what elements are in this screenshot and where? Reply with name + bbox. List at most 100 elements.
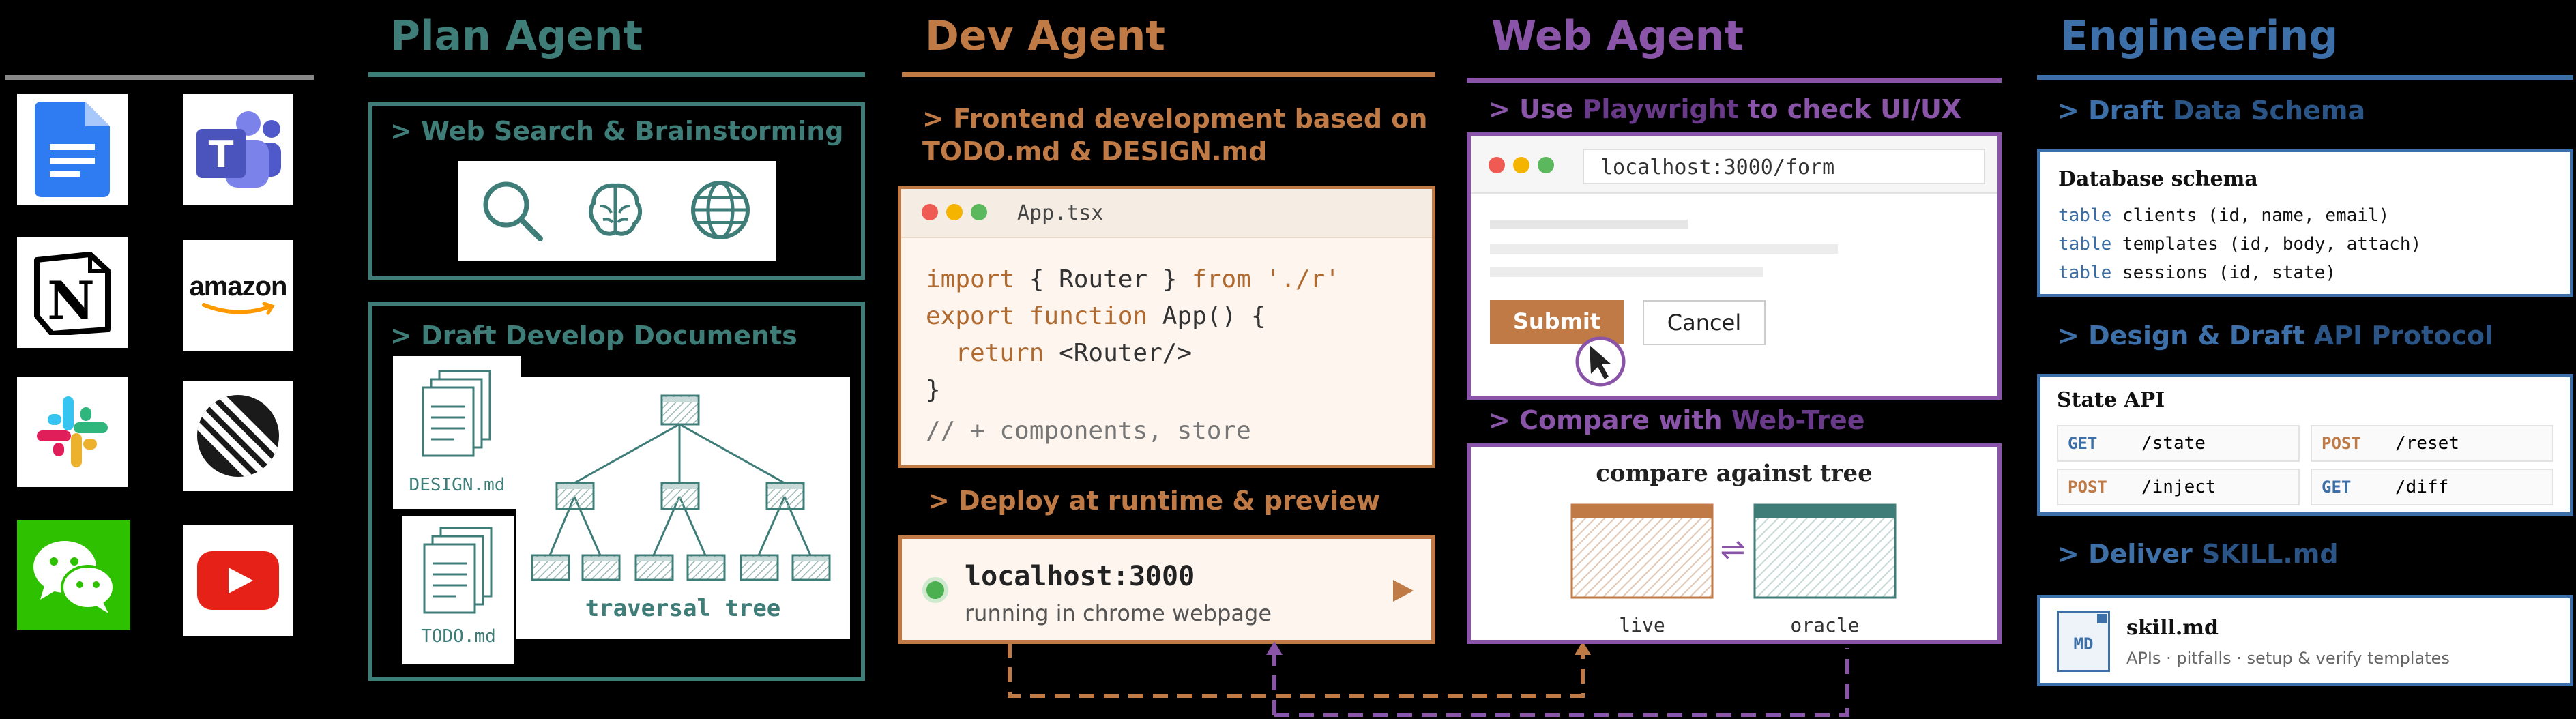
wechat-icon bbox=[17, 520, 130, 630]
api-card: State API GET/state POST/reset POST/inje… bbox=[2037, 374, 2573, 516]
window-minimize-dot[interactable] bbox=[946, 204, 963, 220]
window-maximize-dot[interactable] bbox=[1538, 157, 1554, 173]
develop-docs-panel bbox=[368, 302, 865, 681]
api-protocol-heading: > Design & Draft API Protocol bbox=[2058, 321, 2493, 351]
runtime-preview[interactable]: localhost:3000 running in chrome webpage bbox=[898, 535, 1435, 644]
file-corner-marker bbox=[2097, 614, 2107, 623]
oracle-tree-thumbnail bbox=[1753, 503, 1897, 599]
globe-icon bbox=[691, 181, 750, 239]
http-verb: GET bbox=[2068, 434, 2098, 453]
window-maximize-dot[interactable] bbox=[971, 204, 987, 220]
engineering-title: Engineering bbox=[2060, 12, 2339, 60]
browser-window: localhost:3000/form Submit Cancel bbox=[1467, 132, 2002, 400]
window-close-dot[interactable] bbox=[1489, 157, 1505, 173]
web-search-panel bbox=[368, 102, 865, 280]
api-path: /inject bbox=[2141, 477, 2216, 497]
markdown-file-icon: MD bbox=[2057, 611, 2110, 672]
placeholder-line bbox=[1490, 244, 1838, 254]
api-endpoint: GET/state bbox=[2057, 425, 2300, 462]
data-schema-name: Data Schema bbox=[2172, 96, 2366, 126]
playwright-prefix: > Use bbox=[1489, 94, 1583, 124]
playwright-name: Playwright bbox=[1582, 94, 1739, 124]
web-search-heading: > Web Search & Brainstorming bbox=[390, 116, 844, 146]
address-bar[interactable]: localhost:3000/form bbox=[1583, 149, 1985, 184]
window-minimize-dot[interactable] bbox=[1513, 157, 1530, 173]
api-endpoint: POST/reset bbox=[2311, 425, 2553, 462]
skill-file-card: MD skill.md APIs · pitfalls · setup & ve… bbox=[2037, 595, 2573, 686]
code-text: App() { bbox=[1147, 302, 1266, 330]
cursor-icon bbox=[1575, 336, 1626, 387]
code-window-titlebar: App.tsx bbox=[901, 189, 1432, 238]
traversal-tree-label: traversal tree bbox=[585, 595, 781, 622]
browser-toolbar: localhost:3000/form bbox=[1471, 136, 1997, 194]
code-string: './r' bbox=[1250, 265, 1340, 293]
code-keyword: return bbox=[926, 339, 1044, 367]
api-title: State API bbox=[2057, 388, 2165, 412]
amazon-wordmark: amazon bbox=[189, 271, 288, 302]
apps-divider bbox=[5, 75, 314, 80]
code-keyword: export function bbox=[926, 302, 1148, 330]
webtree-prefix: > Compare with bbox=[1489, 405, 1731, 435]
deliver-name: SKILL.md bbox=[2201, 539, 2339, 569]
brain-icon bbox=[588, 183, 643, 236]
http-verb: GET bbox=[2322, 478, 2352, 497]
compare-title: compare against tree bbox=[1596, 460, 1873, 487]
code-text: { Router } bbox=[1014, 265, 1192, 293]
code-window: App.tsx import { Router } from './r' exp… bbox=[898, 186, 1435, 468]
data-schema-prefix: > Draft bbox=[2058, 96, 2173, 126]
live-page-thumbnail bbox=[1570, 503, 1714, 599]
dev-agent-title: Dev Agent bbox=[925, 12, 1165, 60]
schema-title: Database schema bbox=[2058, 167, 2258, 191]
swap-arrows-icon: ⇌ bbox=[1720, 532, 1746, 567]
schema-row-clients: table clients (id, name, email) bbox=[2058, 205, 2389, 226]
webtree-name: Web-Tree bbox=[1731, 405, 1865, 435]
playwright-suffix: to check UI/UX bbox=[1738, 94, 1962, 124]
code-line-1: import { Router } from './r' bbox=[926, 265, 1340, 293]
webtree-heading: > Compare with Web-Tree bbox=[1489, 405, 1865, 435]
schema-card: Database schema table clients (id, name,… bbox=[2037, 149, 2573, 297]
plan-agent-title: Plan Agent bbox=[390, 12, 643, 60]
schema-text: sessions (id, state) bbox=[2111, 263, 2337, 283]
design-doc-label: DESIGN.md bbox=[409, 475, 506, 495]
design-doc-card: DESIGN.md bbox=[393, 356, 521, 509]
deploy-heading: > Deploy at runtime & preview bbox=[928, 486, 1381, 516]
frontend-dev-heading: > Frontend development based on bbox=[922, 104, 1428, 134]
plan-agent-rule bbox=[368, 72, 865, 77]
schema-keyword: table bbox=[2058, 263, 2112, 283]
schema-text: clients (id, name, email) bbox=[2111, 205, 2390, 226]
svg-text:T: T bbox=[209, 133, 234, 176]
running-status-dot bbox=[922, 577, 948, 603]
cancel-button[interactable]: Cancel bbox=[1643, 300, 1766, 345]
code-line-3: return <Router/> bbox=[926, 339, 1192, 367]
brainstorm-icons-card bbox=[458, 161, 776, 261]
code-window-filename: App.tsx bbox=[1017, 201, 1104, 225]
submit-button[interactable]: Submit bbox=[1490, 300, 1624, 344]
schema-keyword: table bbox=[2058, 205, 2112, 226]
api-path: /state bbox=[2141, 433, 2206, 454]
api-protocol-name: API Protocol bbox=[2313, 321, 2493, 351]
develop-docs-heading: > Draft Develop Documents bbox=[390, 321, 797, 351]
placeholder-line bbox=[1490, 267, 1763, 277]
google-docs-icon bbox=[17, 94, 128, 205]
code-comment: // + components, store bbox=[926, 417, 1251, 445]
tree-diagram bbox=[531, 394, 831, 581]
playwright-heading: > Use Playwright to check UI/UX bbox=[1489, 94, 1961, 124]
compare-panel: compare against tree ⇌ live oracle bbox=[1467, 443, 2002, 644]
document-stack-icon bbox=[423, 527, 493, 614]
code-keyword: from bbox=[1192, 265, 1251, 293]
notion-icon: N bbox=[17, 237, 128, 348]
code-text: <Router/> bbox=[1044, 339, 1192, 367]
frontend-dev-docs: TODO.md & DESIGN.md bbox=[922, 136, 1268, 166]
schema-row-sessions: table sessions (id, state) bbox=[2058, 263, 2336, 283]
code-line-4: } bbox=[926, 376, 941, 404]
schema-text: templates (id, body, attach) bbox=[2111, 234, 2422, 254]
todo-doc-card: TODO.md bbox=[402, 516, 514, 664]
schema-row-templates: table templates (id, body, attach) bbox=[2058, 234, 2421, 254]
window-close-dot[interactable] bbox=[922, 204, 938, 220]
teams-icon: T bbox=[183, 94, 293, 205]
play-icon[interactable] bbox=[1389, 577, 1416, 604]
markdown-badge: MD bbox=[2073, 634, 2094, 654]
amazon-icon: amazon bbox=[183, 240, 293, 351]
code-line-2: export function App() { bbox=[926, 302, 1266, 330]
api-protocol-prefix: > Design & Draft bbox=[2058, 321, 2314, 351]
